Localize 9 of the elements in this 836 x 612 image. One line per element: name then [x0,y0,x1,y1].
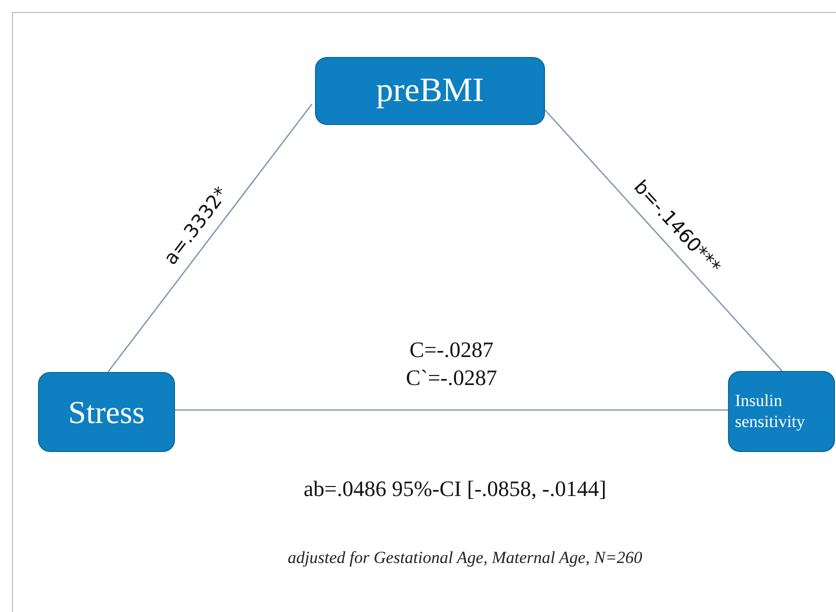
connector-line [107,104,313,372]
variable-box: Insulin sensitivity [728,371,835,452]
effect-note: ab=.0486 95%-CI [-.0858, -.0144] [302,476,608,502]
variable-box: Stress [38,372,175,452]
edge-label: C=-.0287 C`=-.0287 [404,336,498,391]
connector-line [175,409,728,411]
connector-line [544,110,782,372]
caption: adjusted for Gestational Age, Maternal Age, N=260 [286,548,644,568]
variable-box: preBMI [315,57,545,125]
